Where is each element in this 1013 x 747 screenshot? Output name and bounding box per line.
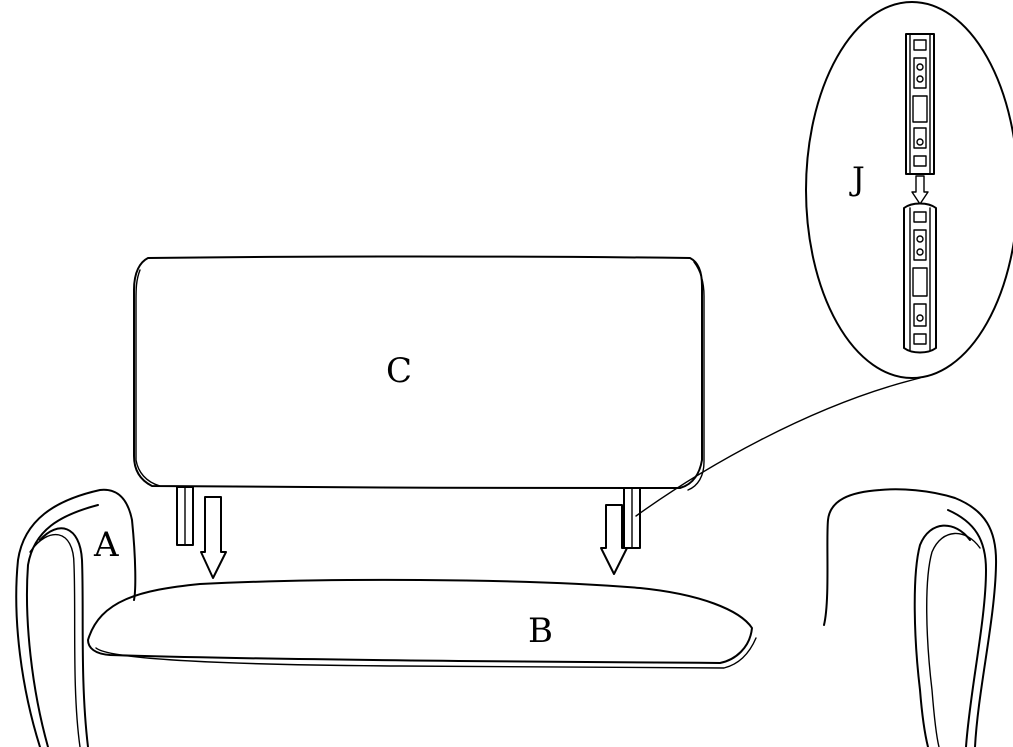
- down-arrow-left: [200, 496, 227, 579]
- left-armrest: [15, 488, 137, 747]
- sofa-body: [15, 488, 998, 747]
- seat-cushion: [87, 578, 757, 669]
- detail-down-arrow: [911, 175, 929, 205]
- backrest-posts: [176, 485, 641, 549]
- detail-leader-line: [635, 377, 921, 517]
- right-armrest: [823, 488, 998, 747]
- label-armrest: A: [93, 525, 119, 565]
- lower-connector-piece: [903, 202, 937, 354]
- down-arrow-right: [600, 504, 628, 575]
- connector-detail: [805, 1, 1013, 379]
- backrest: [133, 255, 705, 491]
- upper-connector-piece: [905, 33, 935, 175]
- label-connector-detail: J: [849, 160, 865, 198]
- label-backrest: C: [386, 351, 412, 391]
- label-seat-cushion: B: [528, 611, 553, 651]
